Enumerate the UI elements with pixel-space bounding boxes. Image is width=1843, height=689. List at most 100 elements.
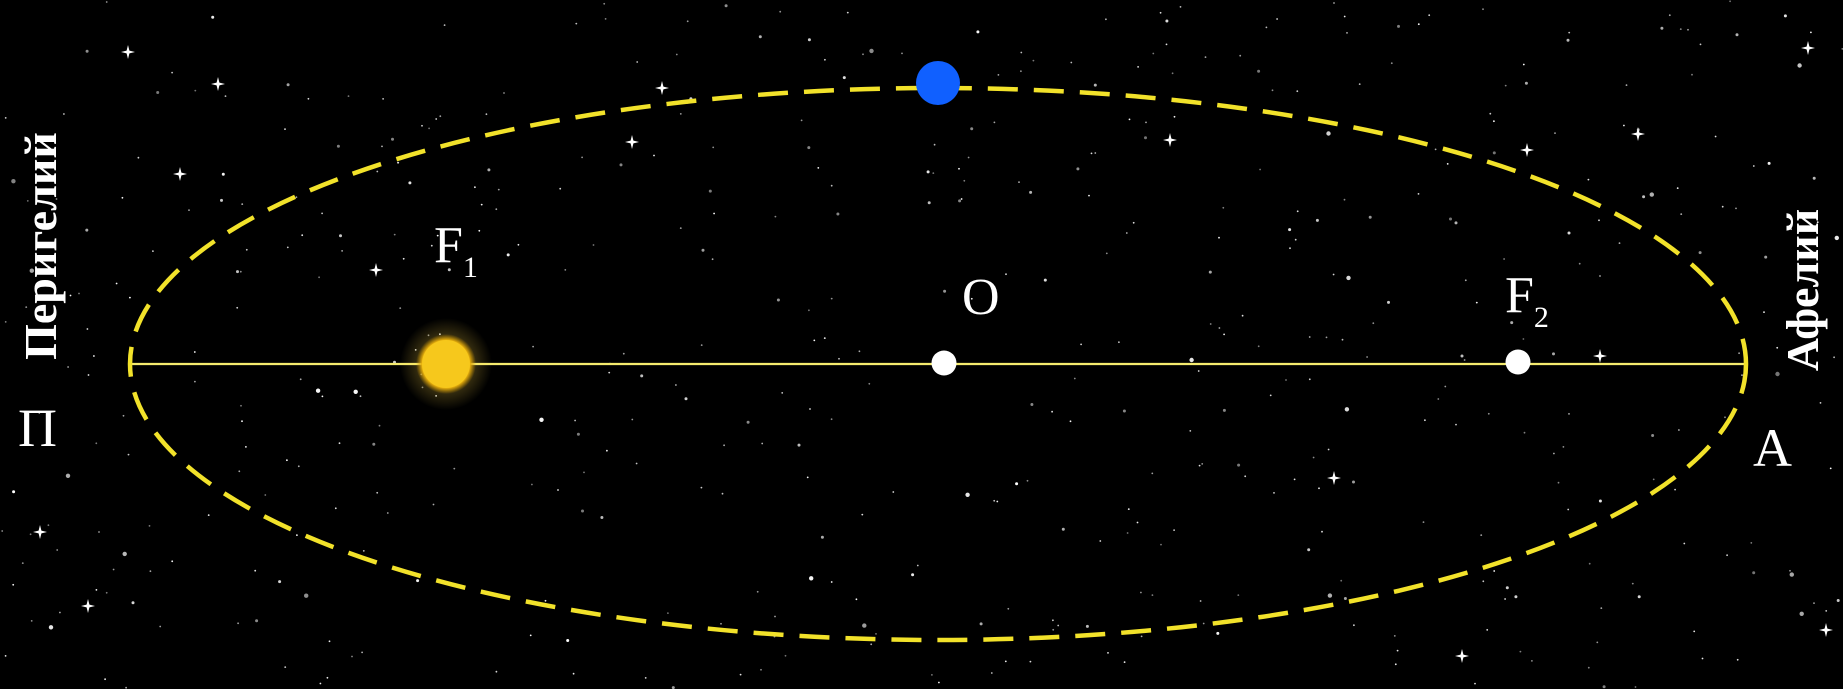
star xyxy=(846,11,849,14)
star xyxy=(399,307,402,309)
star xyxy=(631,418,634,421)
star xyxy=(970,127,974,131)
star xyxy=(1557,481,1560,484)
star xyxy=(296,534,298,536)
star xyxy=(813,339,816,342)
star xyxy=(1057,624,1060,627)
star xyxy=(644,677,647,679)
star xyxy=(1204,56,1207,58)
star xyxy=(963,179,966,182)
star xyxy=(1736,658,1739,661)
star xyxy=(836,212,840,216)
star xyxy=(1244,475,1247,478)
star xyxy=(531,483,533,486)
star xyxy=(1486,629,1489,631)
star xyxy=(1332,273,1335,276)
star xyxy=(1099,540,1102,542)
sparkle-star xyxy=(1327,471,1341,485)
star xyxy=(284,128,286,131)
star xyxy=(1222,408,1226,412)
star xyxy=(1776,346,1779,349)
star xyxy=(1422,521,1425,523)
star xyxy=(1273,492,1275,494)
star xyxy=(1819,402,1822,404)
star xyxy=(1296,90,1299,93)
star xyxy=(339,234,342,238)
star xyxy=(1816,221,1819,224)
star xyxy=(1464,279,1467,282)
star xyxy=(581,509,584,513)
star xyxy=(254,569,257,572)
star xyxy=(376,491,379,494)
star xyxy=(1199,600,1202,602)
planet-icon xyxy=(916,61,960,105)
star xyxy=(443,24,446,26)
star xyxy=(979,622,983,626)
star xyxy=(1487,412,1490,415)
star xyxy=(362,550,365,552)
star xyxy=(104,678,106,681)
star xyxy=(359,395,362,398)
star xyxy=(1343,15,1346,18)
star xyxy=(435,118,438,120)
star xyxy=(965,492,970,497)
star xyxy=(193,351,196,353)
star xyxy=(487,168,491,172)
star xyxy=(1165,43,1168,46)
sparkle-star xyxy=(173,167,187,181)
focus-2-label: F2 xyxy=(1505,267,1549,334)
star xyxy=(506,253,510,257)
star xyxy=(121,196,124,199)
star xyxy=(480,203,483,206)
star xyxy=(304,593,309,598)
star xyxy=(221,172,225,176)
star xyxy=(55,198,58,200)
star xyxy=(307,97,310,100)
star xyxy=(127,453,130,456)
star xyxy=(95,442,98,445)
star xyxy=(1714,135,1717,138)
star xyxy=(1698,251,1702,255)
star xyxy=(1126,532,1129,534)
star xyxy=(576,432,580,436)
star xyxy=(12,490,16,494)
star xyxy=(1726,554,1728,557)
star xyxy=(1417,23,1420,26)
star xyxy=(557,489,559,491)
star xyxy=(1474,682,1476,685)
star xyxy=(1004,660,1007,663)
star xyxy=(1390,62,1393,65)
star xyxy=(1482,580,1485,583)
star xyxy=(1294,238,1297,241)
star xyxy=(1434,148,1437,151)
star xyxy=(781,392,784,394)
star xyxy=(1179,6,1182,8)
star xyxy=(806,476,809,479)
star xyxy=(1750,542,1753,544)
star xyxy=(98,531,100,533)
star xyxy=(996,500,999,503)
star xyxy=(862,623,867,628)
star xyxy=(1799,611,1804,616)
star xyxy=(495,208,498,211)
star xyxy=(1489,112,1492,115)
star xyxy=(1152,52,1155,55)
star xyxy=(997,74,1000,76)
star xyxy=(1492,151,1496,155)
star xyxy=(1198,464,1201,467)
star xyxy=(1030,403,1034,406)
star xyxy=(636,61,639,63)
star xyxy=(606,449,608,452)
star xyxy=(26,200,29,202)
star xyxy=(131,601,135,605)
star xyxy=(1721,205,1724,208)
star xyxy=(1588,562,1591,565)
star xyxy=(137,156,140,159)
star xyxy=(326,676,329,679)
star xyxy=(1562,446,1565,448)
aphelion-label: Афелий xyxy=(1777,209,1828,372)
star xyxy=(299,378,302,381)
star xyxy=(1764,255,1768,259)
star xyxy=(1293,478,1296,481)
star xyxy=(1026,479,1029,482)
